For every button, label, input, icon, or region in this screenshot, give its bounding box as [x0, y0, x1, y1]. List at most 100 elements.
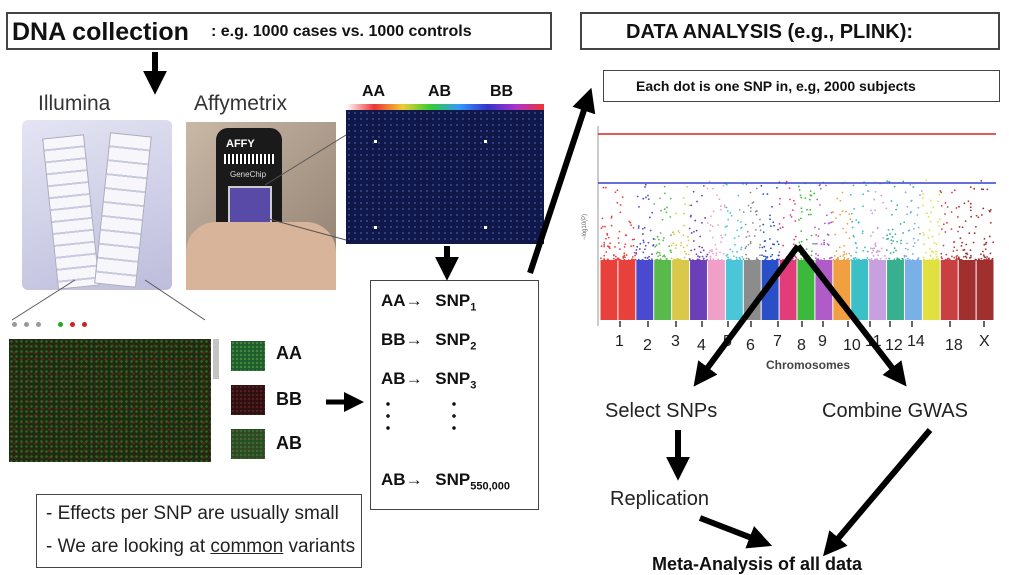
snp-point: [675, 244, 678, 247]
snp-point: [955, 255, 958, 258]
snp-point: [654, 245, 657, 248]
snp-point: [794, 235, 797, 238]
snp-point: [656, 258, 659, 261]
snp-point: [980, 180, 983, 182]
snp-point: [718, 198, 721, 201]
snp-point: [709, 229, 711, 232]
snp-point: [886, 180, 888, 182]
snp-point: [907, 248, 909, 251]
snp-point: [778, 251, 781, 254]
snp-point: [759, 218, 761, 221]
snp-point: [841, 191, 844, 194]
snp-point: [984, 243, 987, 246]
snp-point: [935, 255, 938, 258]
snp-point: [711, 250, 713, 253]
snp-point: [792, 243, 795, 246]
snp-point: [683, 224, 686, 227]
dna-collection-subtitle: : e.g. 1000 cases vs. 1000 controls: [211, 23, 472, 40]
snp-point: [796, 247, 799, 250]
snp-point: [802, 258, 805, 260]
snp-point: [706, 253, 709, 256]
snp-point: [944, 231, 947, 233]
mapping-snp: SNP: [435, 470, 471, 489]
snp-point: [989, 221, 992, 224]
snp-point: [940, 252, 943, 255]
snp-point: [953, 256, 956, 259]
snp-point: [618, 258, 621, 261]
snp-point: [614, 246, 616, 248]
snp-point: [980, 188, 983, 191]
snp-point: [715, 252, 718, 255]
chromosome-point-band: [761, 260, 779, 320]
snp-point: [737, 219, 739, 222]
snp-point: [870, 234, 872, 237]
snp-point: [778, 203, 781, 205]
snp-point: [663, 192, 666, 195]
snp-point: [931, 259, 933, 261]
snp-point: [960, 245, 963, 247]
snp-point: [782, 217, 785, 219]
snp-point: [638, 205, 640, 208]
snp-point: [687, 253, 690, 256]
affy-array-window: [228, 186, 272, 228]
snp-point: [827, 222, 830, 225]
snp-point: [872, 231, 874, 234]
snp-point: [753, 235, 756, 237]
snp-point: [644, 183, 647, 186]
snp-point: [771, 253, 774, 256]
snp-point: [882, 237, 884, 239]
snp-point: [772, 221, 775, 224]
snp-point: [890, 200, 893, 202]
snp-point: [988, 259, 991, 261]
snp-point: [670, 257, 673, 260]
snp-point: [682, 234, 685, 237]
toolbar-dot: [70, 322, 75, 327]
snp-point: [877, 250, 879, 253]
snp-point: [704, 217, 707, 219]
snp-point: [875, 251, 878, 253]
snp-point: [843, 253, 846, 256]
snp-point: [678, 231, 681, 234]
snp-point: [644, 256, 647, 259]
snp-point: [929, 248, 931, 250]
snp-point: [845, 253, 848, 255]
chromosome-tick-label: 7: [773, 333, 782, 350]
snp-point: [988, 235, 991, 238]
mapping-snp: SNP: [435, 369, 471, 388]
snp-point: [625, 254, 628, 257]
snp-point: [885, 257, 888, 260]
snp-point: [720, 234, 723, 237]
snp-point: [969, 256, 972, 259]
snp-point: [938, 193, 941, 196]
chromosome-tick-label: 10: [843, 337, 861, 354]
snp-point: [874, 243, 877, 246]
snp-point: [634, 258, 637, 261]
snp-point: [679, 244, 682, 247]
snp-point: [873, 198, 876, 201]
snp-point: [910, 210, 912, 213]
snp-point: [631, 255, 634, 258]
illumina-slide-right: [94, 132, 152, 288]
chromosome-tick-label: 18: [945, 337, 963, 354]
snp-point: [837, 258, 840, 261]
swatch-ab: [231, 429, 265, 459]
snp-point: [823, 257, 826, 260]
scan-header-ab: AB: [428, 83, 452, 100]
snp-point: [670, 244, 673, 247]
snp-point: [697, 255, 699, 257]
snp-point: [709, 249, 712, 252]
snp-point: [835, 259, 838, 261]
snp-point: [711, 225, 714, 228]
snp-point: [715, 248, 718, 251]
snp-point: [642, 241, 645, 244]
snp-point: [628, 220, 631, 223]
snp-point: [922, 258, 925, 261]
note-common-variants: - We are looking at common variants: [46, 536, 355, 558]
snp-point: [791, 209, 794, 212]
snp-point: [800, 257, 803, 260]
snp-point: [794, 220, 797, 222]
mapping-arrow: →: [405, 470, 423, 489]
y-axis-label: −log10(P): [582, 214, 588, 240]
snp-point: [907, 229, 910, 232]
snp-point: [823, 243, 825, 246]
